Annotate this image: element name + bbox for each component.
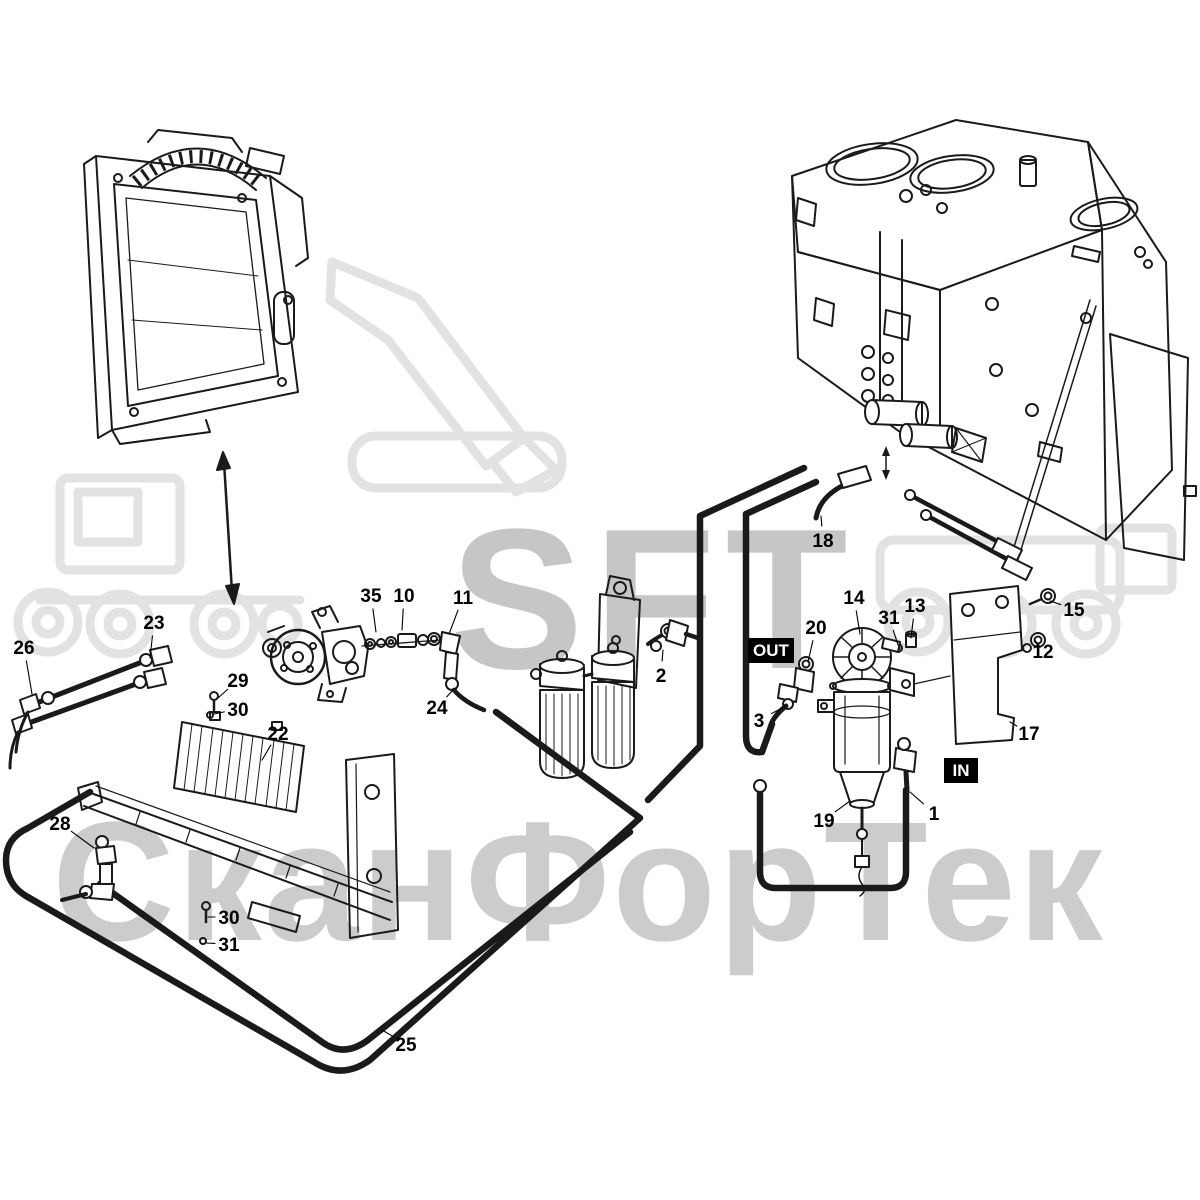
callout-30: 30 [207,908,240,929]
callout-1: 1 [909,791,940,825]
radiator-illustration [83,129,309,445]
callout-25: 25 [381,1029,417,1056]
svg-text:30: 30 [227,700,248,721]
svg-text:15: 15 [1063,600,1085,621]
chassis-hoses [813,446,1033,581]
svg-text:17: 17 [1018,724,1039,745]
svg-text:10: 10 [393,586,414,607]
svg-text:18: 18 [812,531,833,552]
out-label: OUT [748,638,794,663]
callout-12: 12 [1032,639,1054,663]
callout-24: 24 [426,687,456,719]
svg-text:14: 14 [843,588,865,609]
callout-28: 28 [49,814,95,849]
watermark-sft: SFT [450,488,858,711]
in-label: IN [944,758,978,783]
svg-text:26: 26 [13,638,34,659]
svg-text:11: 11 [453,588,474,609]
callout-26: 26 [13,638,35,695]
svg-text:35: 35 [360,586,382,607]
callout-20: 20 [805,618,827,663]
callout-22: 22 [261,724,289,761]
callout-10: 10 [393,586,415,631]
callout-15: 15 [1049,600,1085,621]
diagram-layer: OUT IN 351011242326293022283031252181420… [2,119,1197,1074]
svg-text:31: 31 [218,935,240,956]
svg-text:3: 3 [754,711,765,732]
svg-text:31: 31 [878,608,900,629]
callout-31: 31 [205,935,240,956]
callout-30: 30 [213,700,249,721]
callout-11: 11 [448,588,474,635]
callout-19: 19 [813,800,851,832]
elbow-fitting-2 [646,619,701,652]
callout-18: 18 [812,515,834,552]
callout-13: 13 [904,596,926,639]
svg-text:29: 29 [227,671,248,692]
svg-text:12: 12 [1032,642,1053,663]
svg-text:22: 22 [267,724,288,745]
svg-text:24: 24 [426,698,448,719]
fuel-filters-illustration [530,575,641,779]
injection-pump-illustration [262,605,369,703]
svg-text:23: 23 [143,613,164,634]
out-label-text: OUT [753,641,790,660]
callout-23: 23 [143,613,165,659]
svg-text:28: 28 [49,814,70,835]
watermark-skanfortek: СканФорТек [52,787,1105,977]
left-hose-fittings [8,645,173,902]
in-label-text: IN [953,761,970,780]
svg-text:1: 1 [929,804,940,825]
fuel-hoses [2,464,910,1074]
callout-29: 29 [217,671,249,699]
callout-31: 31 [878,608,900,646]
separator-bracket [949,585,1056,745]
svg-text:19: 19 [813,811,834,832]
svg-text:2: 2 [656,666,667,687]
svg-text:13: 13 [904,596,925,617]
chassis-illustration [791,119,1197,567]
svg-text:20: 20 [805,618,826,639]
mounting-channel [77,753,399,939]
callout-35: 35 [360,586,382,633]
oil-cooler-illustration [173,711,305,813]
direction-arrow [216,451,240,605]
callout-17: 17 [1009,721,1040,745]
water-separator-illustration [753,627,951,897]
svg-text:30: 30 [218,908,239,929]
svg-text:25: 25 [395,1035,417,1056]
inline-fittings [361,631,487,713]
callout-14: 14 [843,588,865,635]
callout-2: 2 [656,649,667,687]
callout-3: 3 [754,705,787,732]
